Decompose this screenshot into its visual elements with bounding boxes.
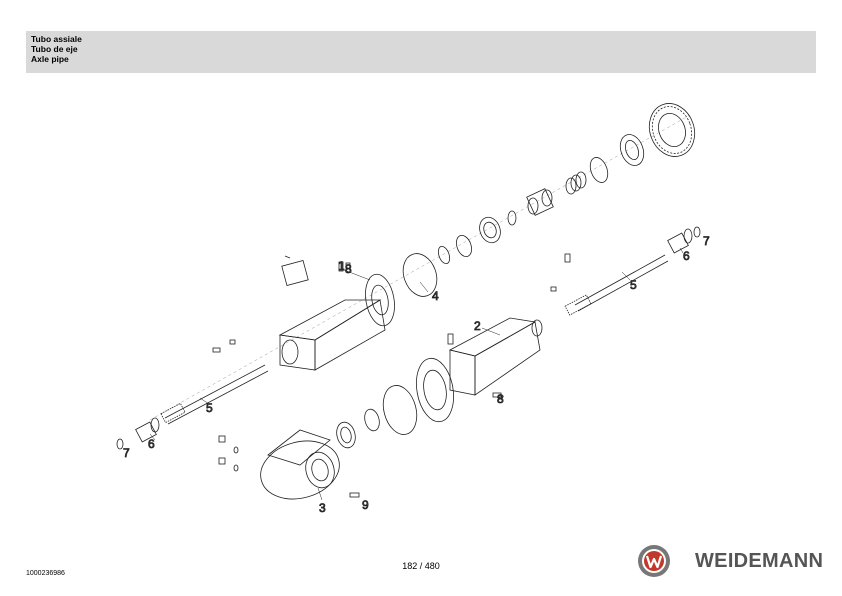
sleeve-left	[135, 417, 160, 443]
small-ring	[507, 210, 517, 226]
title-english: Axle pipe	[31, 54, 69, 64]
screw-small	[284, 255, 291, 259]
half-shaft-right	[564, 254, 669, 316]
callout-6-right: 6	[683, 249, 690, 263]
seal-ring	[589, 157, 609, 183]
axle-housing-upper	[278, 273, 395, 371]
title-italian: Tubo assiale	[31, 34, 82, 44]
shim	[437, 245, 451, 265]
circlip-left	[116, 438, 124, 450]
washer-a	[233, 446, 239, 454]
thrust-washer	[456, 234, 472, 258]
pinion-gear	[526, 188, 554, 216]
axle-housing-lower	[416, 317, 543, 423]
callout-5-right: 5	[630, 278, 637, 292]
bearing-upper	[619, 134, 645, 166]
nut-right	[550, 286, 557, 292]
cover-plate	[281, 260, 309, 286]
nut-hub-a	[218, 435, 226, 443]
brand-wordmark: WEIDEMANN	[695, 550, 824, 572]
nut-left	[229, 339, 236, 345]
callout-7-right: 7	[703, 234, 710, 248]
leader-lines	[149, 247, 684, 501]
sleeve-right	[667, 228, 693, 254]
bolt-9	[349, 492, 360, 498]
bolt-right	[564, 253, 571, 263]
bearing-lower	[336, 421, 356, 449]
callout-8-upper: 8	[345, 262, 352, 276]
crown-wheel	[648, 103, 696, 157]
hub-housing	[260, 429, 340, 500]
title-spanish: Tubo de eje	[31, 44, 78, 54]
callout-8-lower: 8	[497, 392, 504, 406]
document-number: 1000236986	[26, 570, 65, 577]
bolt-8-upper-b	[345, 262, 351, 273]
coupling-nut	[479, 216, 501, 244]
spring	[565, 171, 587, 195]
assembly-axis	[149, 114, 691, 421]
weidemann-logo-icon	[638, 545, 670, 577]
half-shaft-left	[160, 364, 269, 425]
seal-lower	[364, 408, 380, 432]
callout-7-left: 7	[123, 446, 130, 460]
callout-6-left: 6	[148, 437, 155, 451]
bolt-8-lower	[492, 392, 502, 398]
circlip-right	[693, 226, 701, 238]
o-ring-lower	[382, 385, 418, 435]
callout-2: 2	[474, 319, 481, 333]
bolt-8-upper	[338, 261, 344, 272]
header-band: Tubo assiale Tubo de eje Axle pipe	[26, 31, 816, 73]
breather	[447, 333, 454, 345]
callout-3: 3	[319, 501, 326, 515]
washer-b	[233, 464, 239, 472]
o-ring-upper	[402, 253, 438, 297]
bolt-left	[212, 347, 221, 353]
nut-hub-b	[218, 457, 226, 465]
callout-5-left: 5	[206, 401, 213, 415]
callout-9: 9	[362, 498, 369, 512]
page-number: 182 / 480	[402, 561, 440, 571]
callout-1: 1	[338, 259, 345, 273]
callout-4: 4	[432, 289, 439, 303]
